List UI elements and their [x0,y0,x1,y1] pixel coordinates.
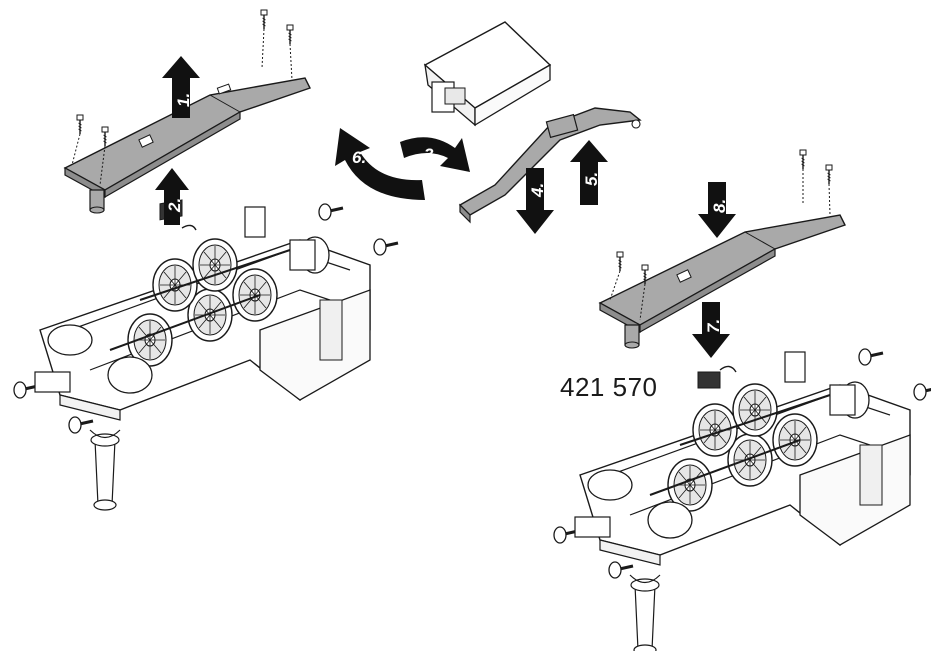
screw-icon [616,251,624,272]
left-chassis [14,204,398,510]
step-4-arrow: 4. [516,168,554,234]
step-8-label: 8. [710,199,729,213]
step-3-arrow: 3. [400,137,470,172]
step-1-arrow: 1. [162,56,200,118]
step-7-arrow: 7. [692,302,730,358]
contact-spring-icon [697,365,737,389]
screw-icon [76,114,84,135]
step-5-arrow: 5. [570,140,608,205]
screw-icon [799,149,807,170]
step-4-label: 4. [528,183,547,198]
step-3-label: 3. [424,145,438,164]
step-8-arrow: 8. [698,182,736,238]
step-5-label: 5. [582,172,601,186]
right-cover-plate [598,214,846,349]
screw-icon [825,164,833,185]
step-2-label: 2. [165,198,184,213]
part-number: 421 570 [560,372,658,402]
step-6-arrow: 6. [335,128,425,200]
mounting-bracket [458,107,642,224]
screw-icon [286,24,294,45]
step-1-label: 1. [174,93,193,107]
screw-icon [260,9,268,30]
step-7-label: 7. [704,319,723,333]
step-6-label: 6. [352,148,366,167]
left-cover-plate [63,77,311,214]
step-2-arrow: 2. [155,168,189,225]
decoder-box [423,21,552,127]
screw-icon [101,126,109,147]
